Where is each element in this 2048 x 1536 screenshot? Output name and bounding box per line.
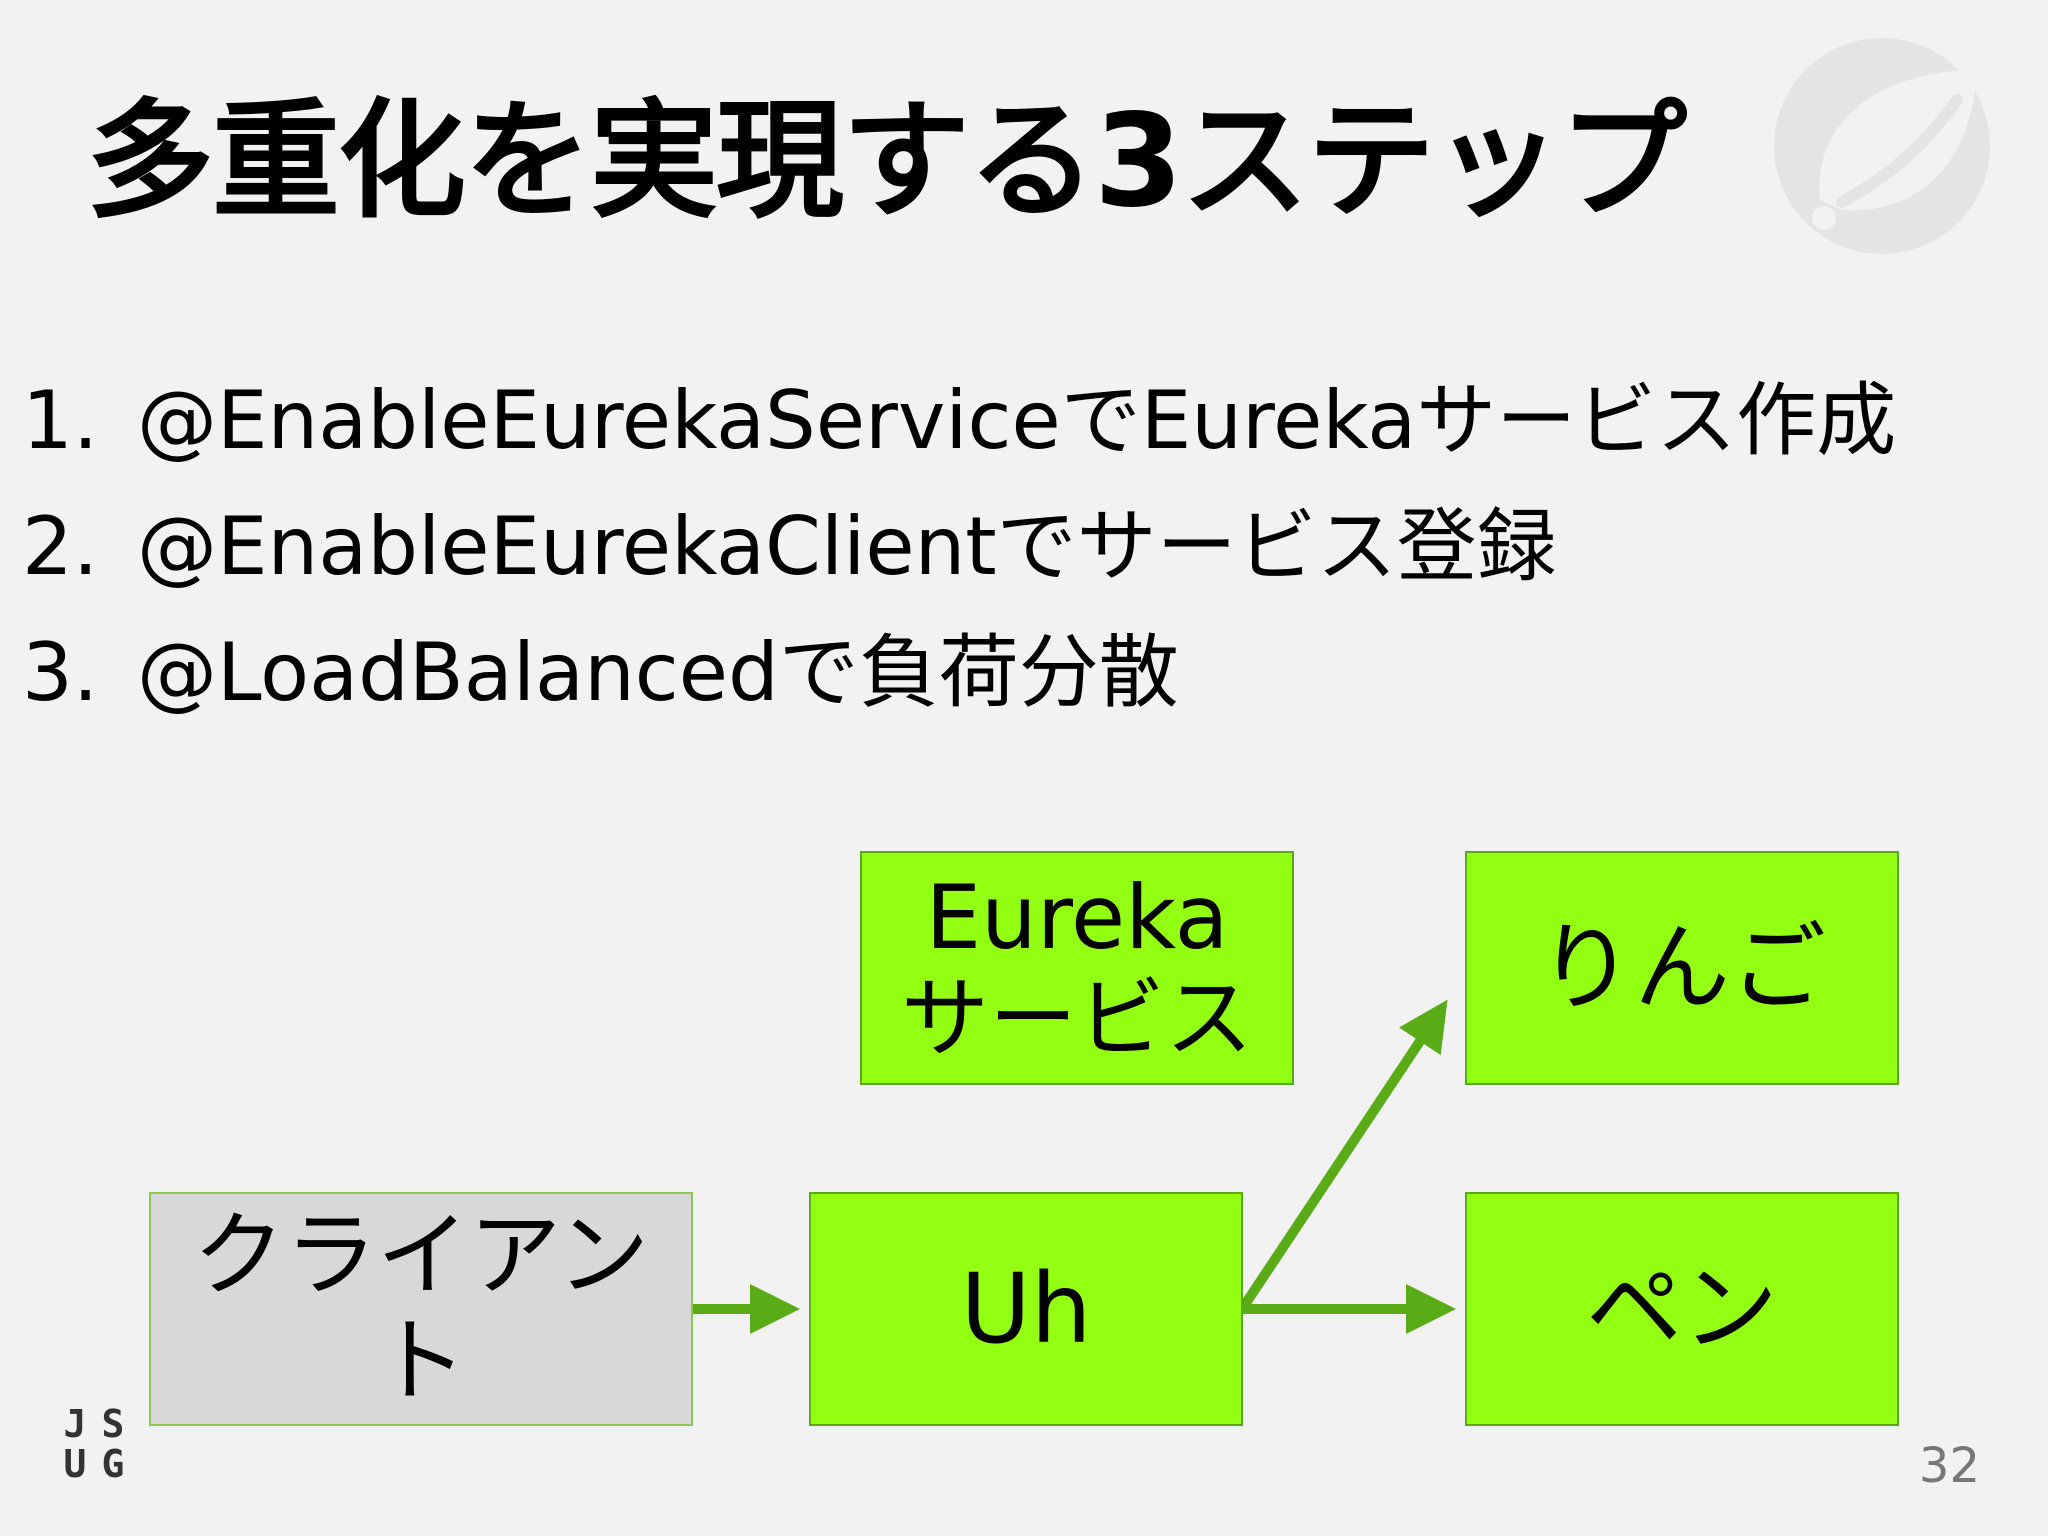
step-item: 1. @EnableEurekaServiceでEurekaサービス作成 [22,358,1896,484]
steps-list: 1. @EnableEurekaServiceでEurekaサービス作成 2. … [22,358,1896,736]
step-number: 1. [22,374,99,467]
spring-leaf-icon [1774,38,1990,254]
step-number: 3. [22,626,99,719]
step-item: 3. @LoadBalancedで負荷分散 [22,610,1896,736]
uh-box: Uh [809,1192,1243,1426]
ringo-box: りんご [1465,851,1899,1085]
uh-label: Uh [960,1252,1092,1365]
pen-label: ペン [1586,1252,1778,1365]
client-label: クライアント [192,1202,650,1415]
step-text: @EnableEurekaServiceでEurekaサービス作成 [137,374,1897,467]
logo-letter: G [101,1442,125,1486]
slide-title: 多重化を実現する3ステップ [86,87,1687,236]
eureka-label: Eureka [925,865,1229,969]
step-number: 2. [22,500,99,593]
ringo-label: りんご [1538,911,1826,1024]
service-label: サービス [900,967,1253,1070]
logo-letter: S [101,1402,125,1446]
jsug-logo: J S U G [56,1404,132,1484]
client-box: クライアント [149,1192,693,1426]
page-number: 32 [1918,1438,1980,1494]
step-text: @LoadBalancedで負荷分散 [137,626,1179,719]
logo-letter: U [63,1442,87,1486]
arrow-uh-to-ringo [1237,999,1448,1312]
logo-letter: J [63,1402,87,1446]
eureka-service-box: Eureka サービス [860,851,1294,1085]
step-text: @EnableEurekaClientでサービス登録 [137,500,1557,593]
step-item: 2. @EnableEurekaClientでサービス登録 [22,484,1896,610]
pen-box: ペン [1465,1192,1899,1426]
